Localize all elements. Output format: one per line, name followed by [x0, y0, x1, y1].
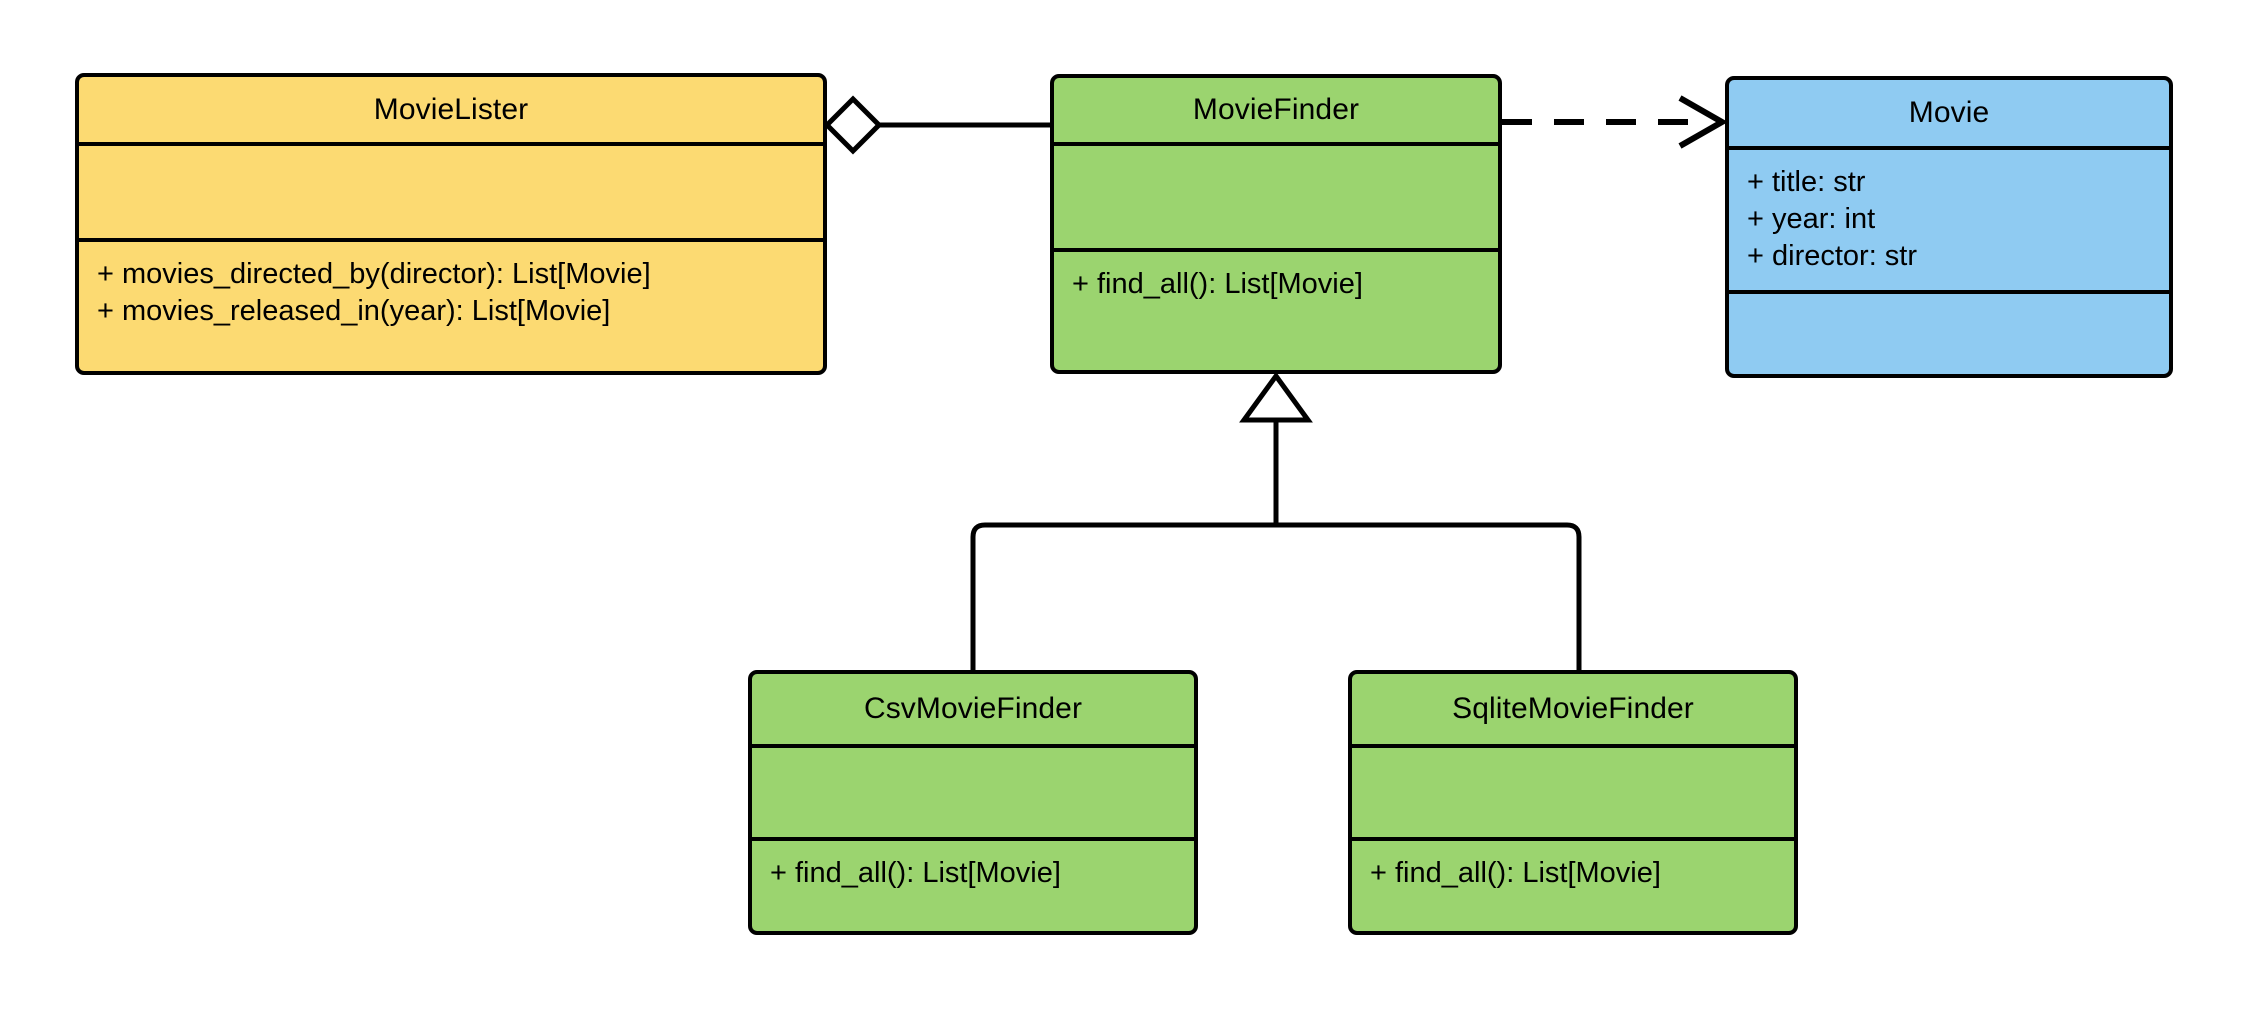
attributes-compartment-movie-lister — [79, 142, 823, 238]
class-box-sqlite-movie-finder[interactable]: SqliteMovieFinder + find_all(): List[Mov… — [1348, 670, 1798, 935]
hollow-triangle-icon — [1239, 371, 1313, 423]
generalization-branch-bar — [970, 522, 1582, 670]
class-name-movie: Movie — [1908, 96, 1990, 129]
hollow-diamond-icon — [823, 95, 883, 155]
methods-compartment-csv-movie-finder: + find_all(): List[Movie] — [752, 837, 1194, 931]
class-box-movie[interactable]: Movie + title: str + year: int + directo… — [1725, 76, 2173, 378]
class-name-movie-lister: MovieLister — [373, 92, 529, 126]
attributes-compartment-csv-movie-finder — [752, 744, 1194, 837]
method-item: + find_all(): List[Movie] — [770, 857, 1061, 889]
attribute-item: + director: str — [1747, 240, 1918, 273]
methods-compartment-sqlite-movie-finder: + find_all(): List[Movie] — [1352, 837, 1794, 931]
class-name-csv-movie-finder: CsvMovieFinder — [863, 692, 1083, 725]
method-item: + movies_directed_by(director): List[Mov… — [97, 258, 651, 290]
method-item: + find_all(): List[Movie] — [1072, 268, 1363, 300]
attribute-item: + year: int — [1747, 203, 1876, 236]
attributes-compartment-sqlite-movie-finder — [1352, 744, 1794, 837]
class-box-movie-finder[interactable]: MovieFinder + find_all(): List[Movie] — [1050, 74, 1502, 374]
attribute-item: + title: str — [1747, 166, 1866, 198]
dependency-edge-moviefinder-movie[interactable] — [1502, 95, 1729, 149]
methods-compartment-movie-lister: + movies_directed_by(director): List[Mov… — [79, 238, 823, 371]
methods-compartment-movie-finder: + find_all(): List[Movie] — [1054, 248, 1498, 370]
aggregation-edge-movielister-moviefinder[interactable] — [823, 95, 1050, 155]
class-box-csv-movie-finder[interactable]: CsvMovieFinder + find_all(): List[Movie] — [748, 670, 1198, 935]
class-name-movie-finder: MovieFinder — [1192, 93, 1360, 126]
method-item: + movies_released_in(year): List[Movie] — [97, 295, 611, 328]
methods-compartment-movie — [1729, 290, 2169, 374]
class-name-sqlite-movie-finder: SqliteMovieFinder — [1452, 692, 1694, 725]
attributes-compartment-movie: + title: str + year: int + director: str — [1729, 146, 2169, 290]
class-box-movie-lister[interactable]: MovieLister + movies_directed_by(directo… — [75, 73, 827, 375]
attributes-compartment-movie-finder — [1054, 142, 1498, 248]
generalization-edge-tree[interactable] — [970, 371, 1582, 670]
method-item: + find_all(): List[Movie] — [1370, 857, 1661, 889]
open-arrow-icon — [1678, 95, 1729, 149]
